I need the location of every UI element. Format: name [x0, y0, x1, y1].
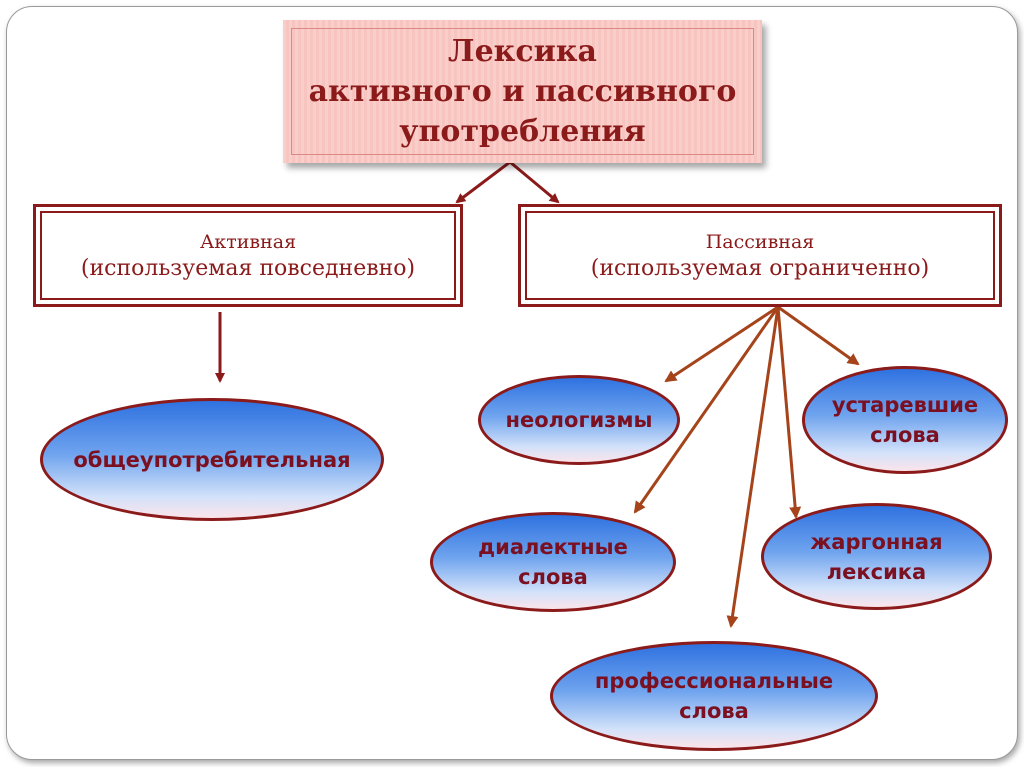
oval-common-use: общеупотребительная — [40, 398, 384, 521]
title-box: Лексика активного и пассивного употребле… — [283, 20, 762, 163]
oval-jargon-label-1: жаргонная — [810, 529, 943, 554]
title-line-1: Лексика — [448, 33, 597, 69]
title-line-2: активного и пассивного — [308, 73, 737, 109]
oval-neologisms-label: неологизмы — [505, 408, 653, 432]
oval-dialect-words-label-1: диалектные — [478, 535, 628, 559]
title-line-3: употребления — [399, 113, 646, 149]
oval-jargon: жаргонная лексика — [761, 503, 992, 610]
oval-professional-words-label-2: слова — [679, 699, 749, 723]
passive-category-subtitle: (используемая ограниченно) — [590, 255, 930, 281]
oval-common-use-label: общеупотребительная — [73, 447, 351, 472]
oval-dialect-words: диалектные слова — [430, 512, 676, 612]
oval-jargon-label-2: лексика — [826, 559, 927, 584]
oval-professional-words-label-1: профессиональные — [594, 669, 834, 693]
active-category-subtitle: (используемая повседневно) — [80, 255, 416, 281]
passive-category-box: Пассивная (используемая ограниченно) — [518, 204, 1002, 307]
passive-category-title: Пассивная — [705, 230, 815, 253]
oval-dialect-words-label-2: слова — [518, 565, 588, 589]
active-category-title: Активная — [199, 230, 297, 253]
active-category-box: Активная (используемая повседневно) — [33, 204, 463, 307]
oval-obsolete-words: устаревшие слова — [802, 366, 1008, 474]
oval-obsolete-words-label-1: устаревшие — [831, 393, 979, 417]
oval-neologisms: неологизмы — [478, 375, 680, 465]
oval-professional-words: профессиональные слова — [550, 641, 878, 751]
oval-obsolete-words-label-2: слова — [870, 423, 940, 447]
